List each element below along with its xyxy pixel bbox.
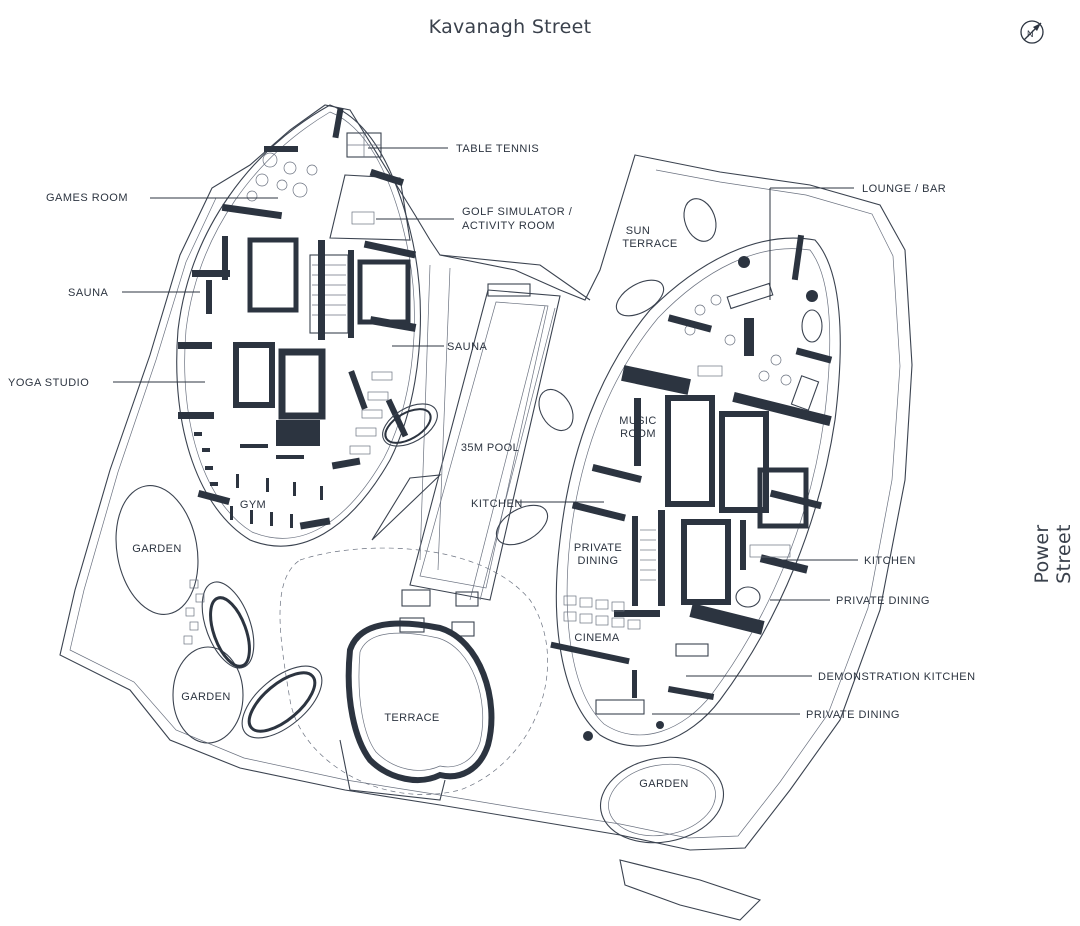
room-sun-terrace-1: SUN [626, 225, 650, 237]
label-private-dining-bottom: PRIVATE DINING [806, 709, 900, 721]
label-kitchen-pool: KITCHEN [471, 498, 523, 510]
room-gym: GYM [240, 499, 266, 511]
room-terrace: TERRACE [384, 712, 439, 724]
room-garden-2: GARDEN [181, 691, 230, 703]
room-cinema: CINEMA [574, 632, 619, 644]
label-games-room: GAMES ROOM [46, 192, 128, 204]
label-demonstration-kitchen: DEMONSTRATION KITCHEN [818, 671, 976, 683]
label-lounge-bar: LOUNGE / BAR [862, 183, 946, 195]
room-sun-terrace-2: TERRACE [622, 238, 677, 250]
garden-bottom-right [599, 756, 725, 844]
room-pool: 35M POOL [461, 442, 519, 454]
left-pod [176, 104, 421, 547]
garden-ovals [115, 198, 717, 744]
room-music-1: MUSIC [619, 415, 656, 427]
north-letter: N [1027, 29, 1034, 39]
room-private-dining-2: DINING [578, 555, 619, 567]
room-garden-1: GARDEN [132, 543, 181, 555]
label-kitchen-right: KITCHEN [864, 555, 916, 567]
callout-leaders [113, 147, 858, 715]
north-arrow-icon: N [1020, 20, 1044, 44]
street-label-kavanagh: Kavanagh Street [428, 16, 592, 38]
label-private-dining-right: PRIVATE DINING [836, 595, 930, 607]
room-garden-3: GARDEN [639, 778, 688, 790]
label-table-tennis: TABLE TENNIS [456, 143, 539, 155]
label-sauna-left: SAUNA [68, 287, 109, 299]
right-pod [550, 234, 841, 747]
pool [371, 254, 591, 637]
label-yoga-studio: YOGA STUDIO [8, 377, 89, 389]
room-private-dining-1: PRIVATE [574, 542, 622, 554]
label-golf-simulator-1: GOLF SIMULATOR / [462, 206, 573, 218]
terrace-area [279, 547, 548, 801]
room-music-2: ROOM [620, 428, 656, 440]
label-golf-simulator-2: ACTIVITY ROOM [462, 220, 555, 232]
site-boundary [59, 104, 913, 921]
label-sauna-right: SAUNA [447, 341, 488, 353]
